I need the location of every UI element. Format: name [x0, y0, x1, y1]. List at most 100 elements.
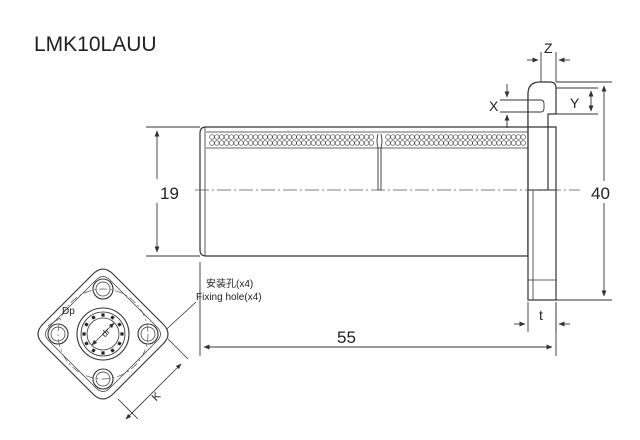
ball	[515, 140, 522, 146]
ball	[262, 140, 268, 146]
ball	[438, 140, 444, 146]
ball	[457, 140, 464, 146]
ball	[472, 140, 478, 146]
ball	[520, 140, 526, 146]
bore-ball	[117, 322, 122, 327]
ball	[481, 134, 488, 140]
ball	[233, 140, 239, 146]
dimension-z	[527, 52, 570, 82]
ball	[404, 140, 410, 146]
ball	[428, 134, 435, 140]
bore-balls	[82, 313, 124, 355]
ball	[243, 134, 249, 140]
ball	[305, 134, 312, 140]
ball	[510, 134, 517, 140]
dimension-t	[514, 302, 570, 332]
ball	[395, 134, 401, 140]
ball	[267, 134, 273, 140]
ball	[467, 134, 473, 140]
ball	[247, 140, 254, 146]
ball	[238, 134, 244, 140]
ball	[296, 134, 302, 140]
ball	[334, 134, 341, 140]
ball	[395, 140, 401, 146]
ball	[243, 140, 249, 146]
ball	[520, 134, 526, 140]
flange-height-label: 40	[591, 184, 610, 203]
ball	[419, 134, 425, 140]
ball	[238, 140, 244, 146]
ball	[257, 140, 263, 146]
ball	[443, 140, 449, 146]
ball	[448, 134, 454, 140]
length-label: 55	[337, 328, 356, 347]
ball	[228, 134, 234, 140]
ball	[481, 140, 488, 146]
bore-ball	[110, 348, 115, 353]
bore-ball	[91, 315, 96, 320]
bore-ball	[110, 315, 115, 320]
ball	[310, 134, 317, 140]
ball	[281, 140, 288, 146]
ball	[301, 140, 307, 146]
dp-label: Dp	[62, 306, 75, 317]
bore-ball	[84, 322, 89, 327]
ball	[267, 140, 273, 146]
ball	[272, 134, 278, 140]
ball	[428, 140, 435, 146]
ball	[344, 134, 350, 140]
ball	[486, 134, 493, 140]
ball	[276, 134, 283, 140]
dp-leader	[47, 317, 61, 327]
ball	[354, 140, 360, 146]
ball	[219, 140, 225, 146]
ball	[409, 134, 415, 140]
ball	[339, 140, 346, 146]
ball	[491, 140, 497, 146]
ball	[368, 134, 375, 140]
ball	[404, 134, 410, 140]
ball	[214, 140, 220, 146]
ball	[330, 140, 336, 146]
ball	[438, 134, 444, 140]
ball	[344, 140, 350, 146]
part-title: LMK10LAUU	[34, 33, 157, 56]
ball	[423, 140, 430, 146]
ball	[359, 140, 365, 146]
bore-ball	[91, 348, 96, 353]
bore-ball	[82, 332, 86, 336]
ball	[315, 134, 321, 140]
ball	[233, 134, 239, 140]
ball	[457, 134, 464, 140]
ball	[414, 134, 420, 140]
ball	[506, 134, 512, 140]
ball	[501, 140, 507, 146]
ball	[219, 134, 225, 140]
ball	[291, 140, 297, 146]
ball	[320, 134, 326, 140]
ball	[247, 134, 254, 140]
k-label: K	[150, 390, 164, 404]
ball	[252, 134, 259, 140]
bore-ball	[101, 313, 105, 317]
dimension-55	[199, 262, 557, 356]
t-label: t	[539, 307, 543, 323]
ball	[501, 134, 507, 140]
ball	[472, 134, 478, 140]
ball	[452, 140, 459, 146]
ball	[486, 140, 493, 146]
ball	[354, 134, 360, 140]
ball	[390, 134, 396, 140]
pitch-circle	[57, 288, 149, 380]
ball	[462, 140, 468, 146]
z-label: Z	[544, 40, 553, 56]
ball	[477, 140, 483, 146]
ball	[296, 140, 302, 146]
bushing-side-view	[199, 81, 557, 301]
ball	[349, 134, 355, 140]
ball	[399, 134, 406, 140]
ball-track	[209, 134, 526, 146]
ball	[452, 134, 459, 140]
ball	[214, 134, 220, 140]
